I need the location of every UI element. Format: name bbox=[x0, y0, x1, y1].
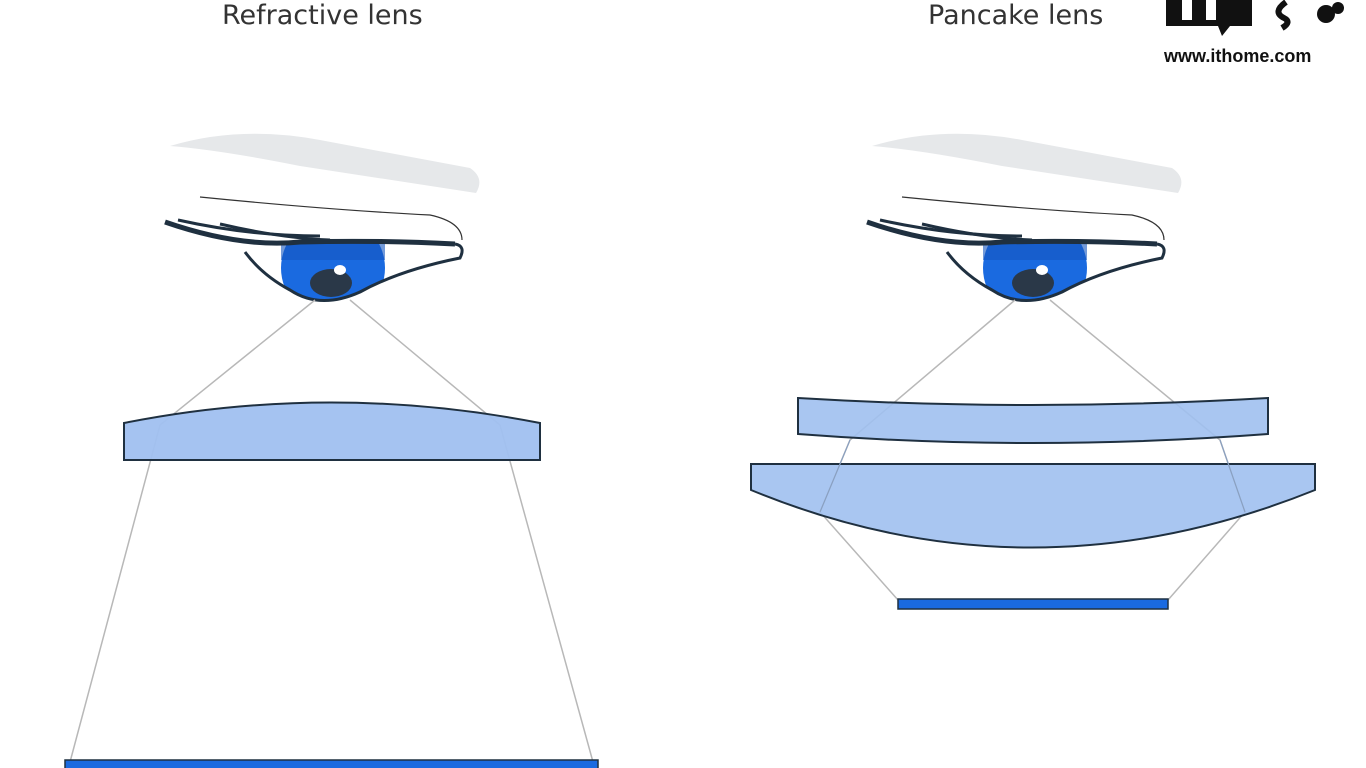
display-screen-right bbox=[897, 598, 1169, 610]
ray-left bbox=[69, 299, 316, 763]
watermark-url: www.ithome.com bbox=[1164, 46, 1312, 66]
ray-right bbox=[1049, 299, 1246, 601]
ray-left bbox=[819, 299, 1016, 601]
left-eye bbox=[165, 134, 479, 320]
refractive-lens bbox=[123, 401, 541, 461]
refractive-lens-system bbox=[64, 134, 599, 768]
pancake-lens-back bbox=[750, 463, 1316, 549]
refractive-lens-title: Refractive lens bbox=[222, 0, 423, 31]
pancake-lens-title: Pancake lens bbox=[928, 0, 1104, 31]
ithome-logo-icon bbox=[1166, 0, 1344, 36]
pancake-lens-front bbox=[797, 396, 1269, 444]
pancake-lens-system bbox=[750, 134, 1316, 610]
right-eye bbox=[867, 134, 1181, 320]
display-screen-left bbox=[64, 759, 599, 768]
ray-right bbox=[349, 299, 594, 763]
